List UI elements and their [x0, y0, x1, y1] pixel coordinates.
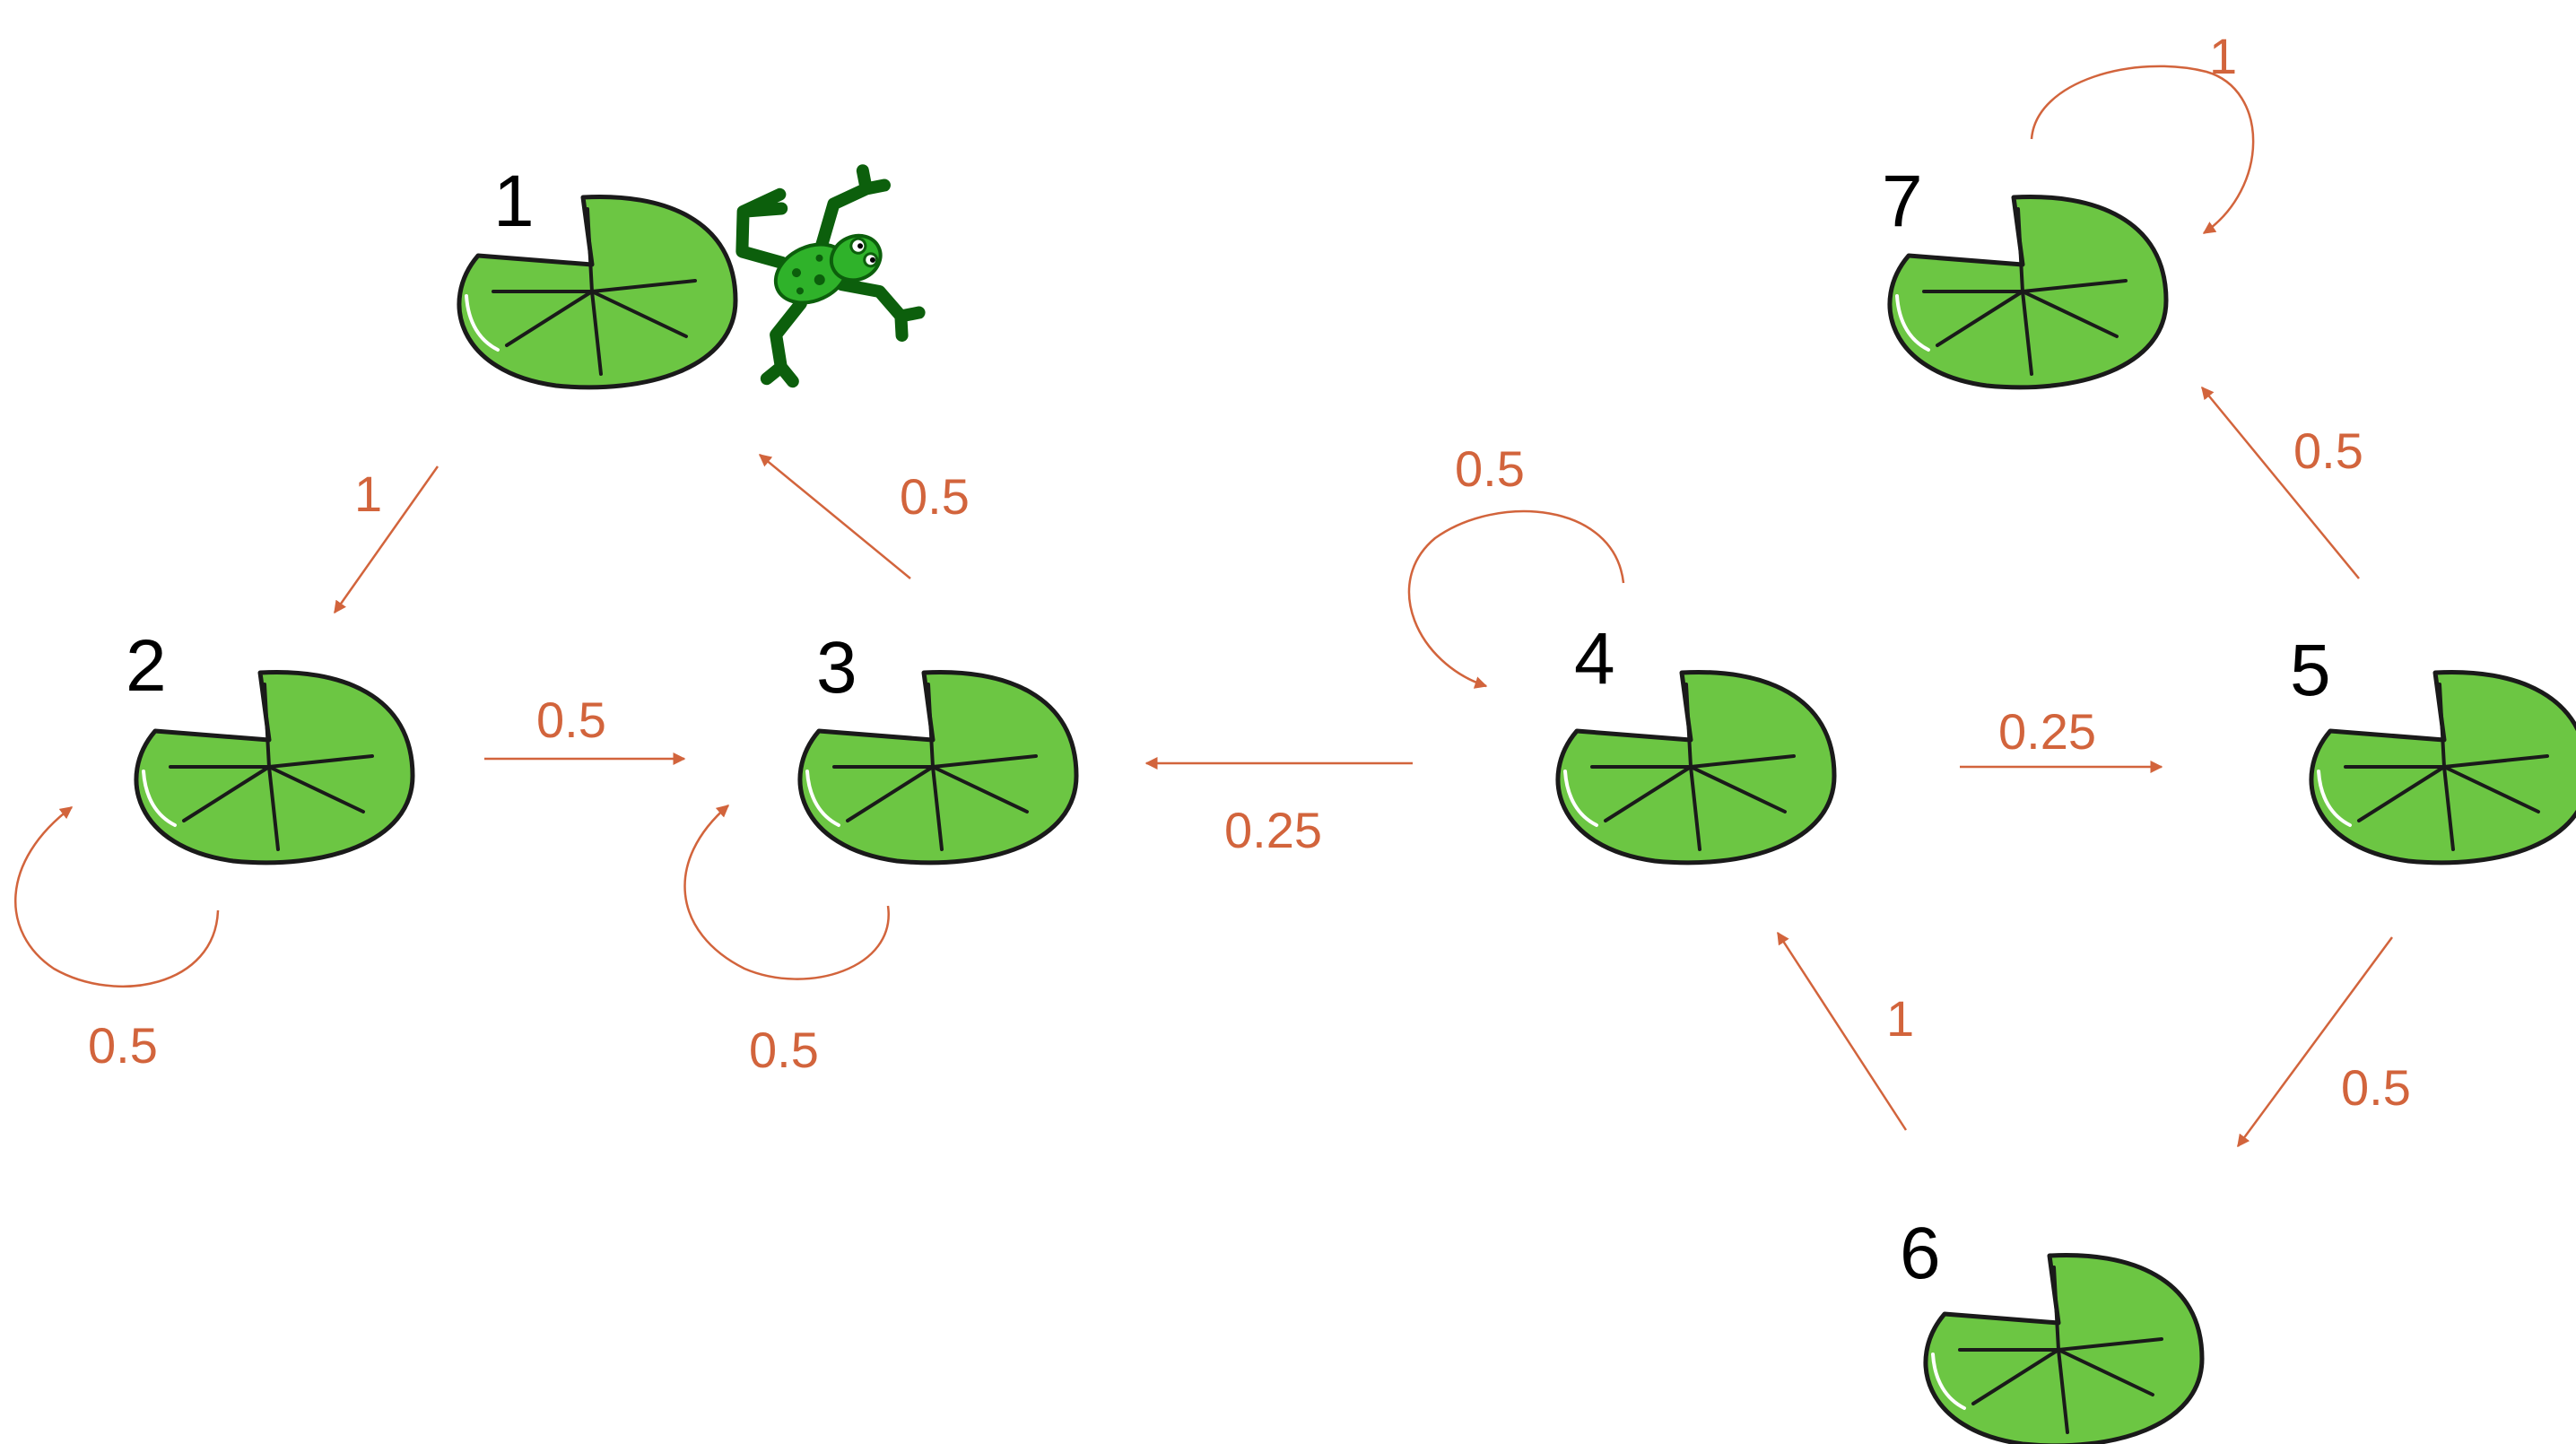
lily-pad-icon	[1558, 672, 1834, 862]
node-label: 7	[1882, 161, 1923, 242]
edge-label-6-to-4: 1	[1886, 990, 1914, 1047]
edge-7-self-loop	[2030, 65, 2255, 235]
frog-icon	[735, 164, 926, 388]
node-label: 2	[126, 625, 167, 707]
edge-label-3-to-1: 0.5	[900, 468, 970, 525]
edge-4-self-loop	[1407, 509, 1625, 689]
edge-label-3-self: 0.5	[749, 1022, 819, 1078]
node-label: 4	[1574, 618, 1615, 700]
edge-3-to-1	[758, 454, 911, 579]
edge-label-5-to-6: 0.5	[2341, 1059, 2411, 1116]
node-5: 5	[2290, 630, 2576, 863]
node-label: 1	[493, 161, 535, 242]
edge-label-1-to-2: 1	[354, 465, 382, 522]
node-4: 4	[1558, 618, 1834, 863]
edge-2-self-loop	[14, 806, 220, 987]
edge-label-2-self: 0.5	[88, 1017, 158, 1074]
node-3: 3	[800, 627, 1076, 863]
edge-label-4-to-5: 0.25	[1998, 703, 2096, 760]
lily-pad-icon	[136, 672, 413, 862]
node-6: 6	[1900, 1213, 2202, 1444]
node-7: 7	[1882, 161, 2166, 387]
edge-6-to-4	[1776, 931, 1908, 1131]
node-label: 5	[2290, 630, 2331, 711]
lily-pad-icon	[1890, 196, 2166, 387]
node-label: 3	[816, 627, 857, 709]
lily-pad-icon	[2311, 672, 2576, 862]
edge-label-5-to-7: 0.5	[2293, 422, 2363, 479]
edge-5-to-7	[2201, 386, 2360, 579]
lily-pad-icon	[1926, 1255, 2202, 1444]
node-label: 6	[1900, 1213, 1941, 1294]
edge-label-2-to-3: 0.5	[536, 692, 606, 748]
edge-label-4-self: 0.5	[1455, 440, 1525, 497]
edge-5-to-6	[2236, 936, 2394, 1148]
edge-1-to-2	[333, 465, 439, 614]
node-2: 2	[126, 625, 413, 863]
edge-3-self-loop	[683, 805, 890, 980]
edge-label-7-self: 1	[2209, 28, 2237, 84]
edge-label-4-to-3: 0.25	[1224, 802, 1322, 858]
node-1: 1	[459, 161, 735, 387]
